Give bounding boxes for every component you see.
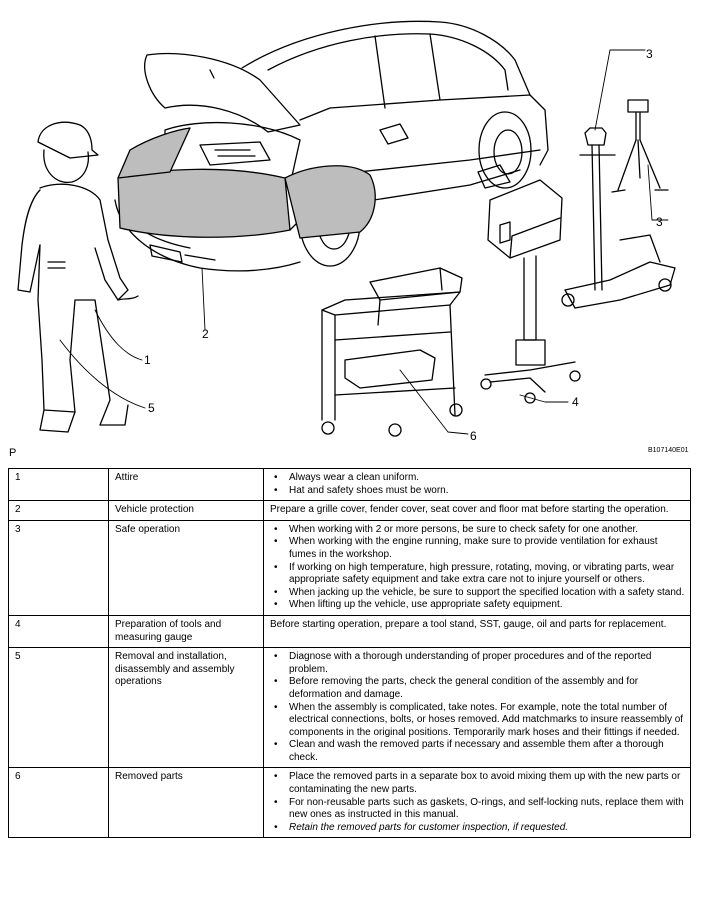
corner-mark: P bbox=[9, 447, 17, 459]
workshop-illustration: 3 3 2 1 5 4 6 B107140E01 bbox=[17, 20, 689, 454]
row-label: Removed parts bbox=[108, 767, 264, 839]
bullet-list: Diagnose with a thorough understanding o… bbox=[270, 651, 685, 764]
grille-cover bbox=[117, 168, 291, 238]
row-number: 4 bbox=[8, 614, 109, 649]
row-label: Safe operation bbox=[108, 519, 264, 616]
row-number: 1 bbox=[8, 467, 109, 502]
callout-3-right: 3 bbox=[656, 215, 663, 229]
row-number: 5 bbox=[8, 647, 109, 769]
row-label: Preparation of tools and measuring gauge bbox=[108, 614, 264, 649]
callout-4: 4 bbox=[572, 395, 579, 409]
row-number: 6 bbox=[8, 767, 109, 839]
callout-6: 6 bbox=[470, 429, 477, 443]
bullet-item: For non-reusable parts such as gaskets, … bbox=[270, 797, 685, 822]
bullet-item: Hat and safety shoes must be worn. bbox=[270, 485, 685, 498]
bullet-item: When jacking up the vehicle, be sure to … bbox=[270, 587, 685, 600]
bullet-list: Always wear a clean uniform.Hat and safe… bbox=[270, 472, 685, 497]
bullet-item: Clean and wash the removed parts if nece… bbox=[270, 739, 685, 764]
row-label: Attire bbox=[108, 467, 264, 502]
row-description: Before starting operation, prepare a too… bbox=[263, 614, 691, 649]
bullet-item: Before removing the parts, check the gen… bbox=[270, 676, 685, 701]
bullet-item: Retain the removed parts for customer in… bbox=[270, 822, 685, 835]
mechanic-drawing bbox=[17, 121, 139, 433]
bullet-item: When working with 2 or more persons, be … bbox=[270, 524, 685, 537]
tool-cart-drawing bbox=[321, 267, 463, 437]
table-row: 1AttireAlways wear a clean uniform.Hat a… bbox=[8, 467, 691, 502]
row-label: Removal and installation, disassembly an… bbox=[108, 647, 264, 769]
row-number: 2 bbox=[8, 500, 109, 521]
row-label: Vehicle protection bbox=[108, 500, 264, 521]
procedure-table: 1AttireAlways wear a clean uniform.Hat a… bbox=[8, 467, 691, 839]
row-description: Prepare a grille cover, fender cover, se… bbox=[263, 500, 691, 521]
bullet-item: Place the removed parts in a separate bo… bbox=[270, 771, 685, 796]
bullet-item: Always wear a clean uniform. bbox=[270, 472, 685, 485]
figure-id: B107140E01 bbox=[648, 447, 689, 454]
bullet-list: When working with 2 or more persons, be … bbox=[270, 524, 685, 612]
row-description: Diagnose with a thorough understanding o… bbox=[263, 647, 691, 769]
callout-1: 1 bbox=[144, 353, 151, 367]
bullet-list: Place the removed parts in a separate bo… bbox=[270, 771, 685, 834]
fender-cover-right bbox=[284, 165, 376, 239]
callout-3-top: 3 bbox=[646, 47, 653, 61]
callout-2: 2 bbox=[202, 327, 209, 341]
row-description: Place the removed parts in a separate bo… bbox=[263, 767, 691, 839]
callout-5: 5 bbox=[148, 401, 155, 415]
row-number: 3 bbox=[8, 519, 109, 616]
tester-stand-drawing bbox=[480, 179, 581, 404]
bullet-item: If working on high temperature, high pre… bbox=[270, 562, 685, 587]
row-description: When working with 2 or more persons, be … bbox=[263, 519, 691, 616]
bullet-item: Diagnose with a thorough understanding o… bbox=[270, 651, 685, 676]
fender-cover-left bbox=[117, 127, 191, 179]
floor-jack-drawing bbox=[561, 127, 676, 309]
bullet-item: When lifting up the vehicle, use appropr… bbox=[270, 599, 685, 612]
safety-stand-drawing bbox=[611, 99, 669, 193]
bullet-item: When the assembly is complicated, take n… bbox=[270, 702, 685, 740]
row-description: Always wear a clean uniform.Hat and safe… bbox=[263, 467, 691, 502]
bullet-item: When working with the engine running, ma… bbox=[270, 536, 685, 561]
